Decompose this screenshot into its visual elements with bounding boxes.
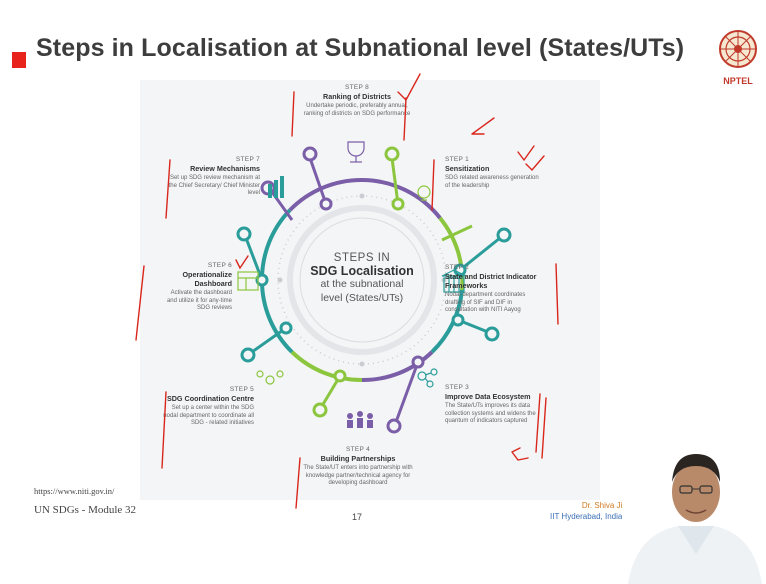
nptel-label: NPTEL (723, 76, 753, 86)
step-8-desc: Undertake periodic, preferably annual, r… (303, 103, 411, 117)
data-network-icon (417, 368, 438, 388)
step-3-title: Improve Data Ecosystem (445, 392, 531, 402)
step-2-number: STEP 2 (445, 264, 470, 271)
step-7-block: STEP 7 Review Mechanisms Set up SDG revi… (166, 156, 260, 198)
building-icon (441, 269, 467, 293)
center-heading: STEPS IN SDG Localisation at the subnati… (304, 252, 420, 305)
step-8-number: STEP 8 (344, 84, 370, 91)
people-icon (347, 411, 373, 428)
author-name: Dr. Shiva Ji (581, 501, 623, 510)
source-url: https://www.niti.gov.in/ (34, 486, 115, 496)
step-3-desc: The State/UTs improves its data collecti… (445, 403, 536, 425)
step-1-title: Sensitization (445, 164, 490, 174)
center-line-3: at the subnational (320, 278, 404, 290)
author-institute: IIT Hyderabad, India (550, 512, 623, 522)
step-4-number: STEP 4 (345, 446, 371, 453)
step-5-desc: Set up a center within the SDG nodal dep… (163, 405, 254, 427)
step-7-desc: Set up SDG review mechanism at the Chief… (168, 175, 260, 197)
step-5-block: STEP 5 SDG Coordination Centre Set up a … (162, 386, 254, 428)
step-7-number: STEP 7 (235, 156, 260, 163)
step-6-number: STEP 6 (207, 262, 232, 269)
step-2-block: STEP 2 State and District Indicator Fram… (445, 264, 543, 315)
steps-ring-diagram (236, 146, 512, 434)
step-5-title: SDG Coordination Centre (166, 394, 254, 404)
dashboard-icon (237, 271, 259, 291)
step-2-desc: Nodal department coordinates drafting of… (445, 292, 526, 314)
step-7-title: Review Mechanisms (190, 164, 260, 174)
step-8-block: STEP 8 Ranking of Districts Undertake pe… (302, 84, 412, 118)
step-3-block: STEP 3 Improve Data Ecosystem The State/… (445, 384, 545, 426)
nptel-logo-icon (719, 30, 757, 68)
step-4-title: Building Partnerships (320, 454, 396, 464)
step-1-number: STEP 1 (445, 156, 470, 163)
step-8-title: Ranking of Districts (323, 92, 391, 102)
step-3-number: STEP 3 (445, 384, 470, 391)
step-4-desc: The State/UT enters into partnership wit… (303, 465, 413, 487)
step-6-block: STEP 6 Operationalize Dashboard Activate… (164, 262, 232, 313)
sdg-steps-infographic: STEP 8 Ranking of Districts Undertake pe… (140, 80, 600, 500)
trophy-icon (347, 141, 365, 163)
center-line-1: STEPS IN (333, 252, 391, 264)
bar-chart-icon (268, 176, 284, 198)
title-accent-bar (12, 52, 26, 68)
slide-title: Steps in Localisation at Subnational lev… (36, 34, 685, 62)
step-1-desc: SDG related awareness generation of the … (445, 175, 539, 189)
center-line-2: SDG Localisation (310, 264, 414, 278)
lightbulb-icon (417, 185, 431, 201)
coordination-icon (256, 370, 284, 385)
presenter-video-image (622, 430, 766, 584)
step-1-block: STEP 1 Sensitization SDG related awarene… (445, 156, 543, 190)
page-number: 17 (352, 512, 363, 522)
author-credit: Dr. Shiva Ji IIT Hyderabad, India (550, 500, 622, 522)
step-4-block: STEP 4 Building Partnerships The State/U… (296, 446, 420, 488)
center-line-4: level (States/UTs) (320, 291, 404, 304)
module-label: UN SDGs - Module 32 (34, 504, 137, 516)
step-6-title: Operationalize Dashboard (182, 270, 232, 289)
step-6-desc: Activate the dashboard and utilize it fo… (166, 290, 232, 312)
step-icons-layer (237, 141, 467, 428)
step-5-number: STEP 5 (229, 386, 254, 393)
step-2-title: State and District Indicator Frameworks (445, 272, 537, 291)
